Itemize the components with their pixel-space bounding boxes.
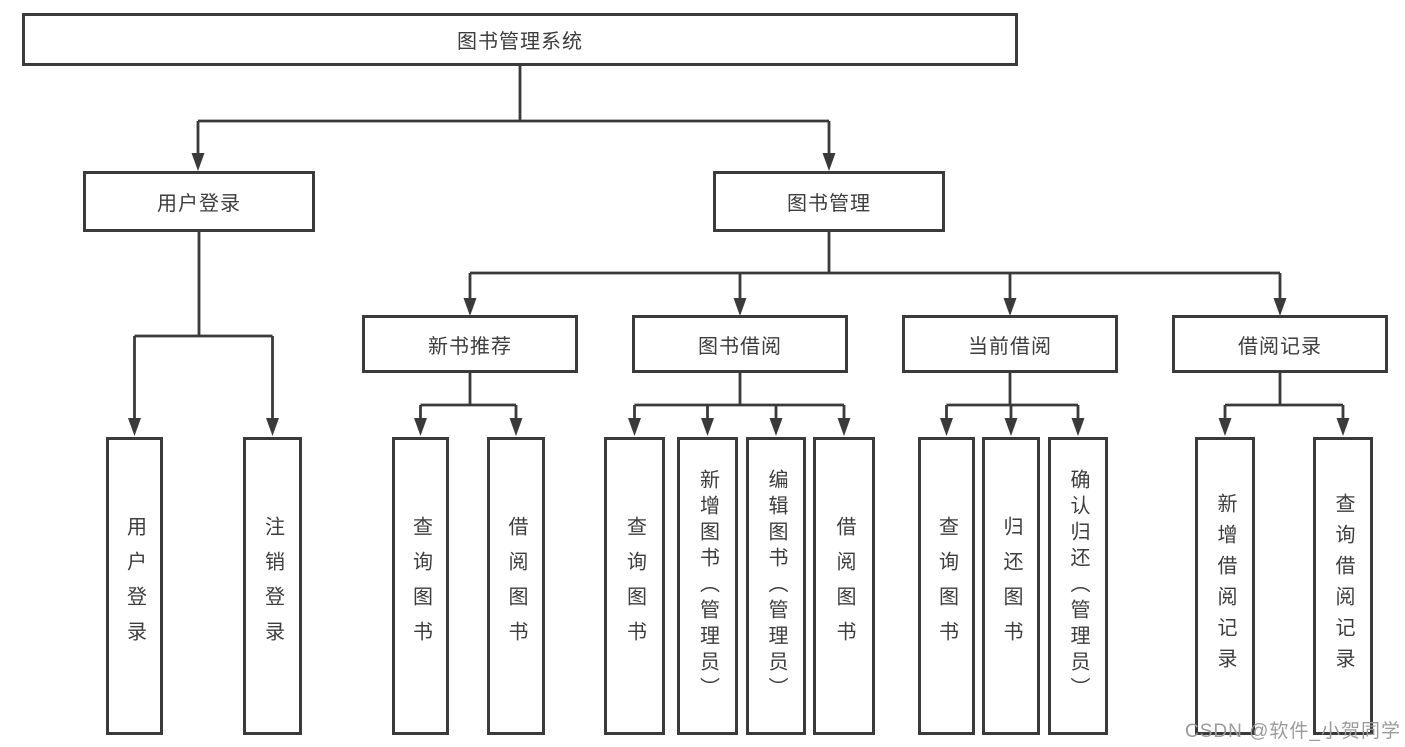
leaf-user-login-label: 用户登录	[123, 516, 146, 656]
leaf-borrow-books-2: 借阅图书	[813, 437, 875, 735]
leaf-edit-books-admin: 编辑图书（管理员）	[746, 437, 806, 735]
leaf-user-login: 用户登录	[106, 437, 163, 735]
leaf-confirm-return-admin: 确认归还（管理员）	[1048, 437, 1108, 735]
node-current-borrow: 当前借阅	[902, 315, 1118, 373]
node-book-borrow: 图书借阅	[632, 315, 848, 373]
node-current-borrow-label: 当前借阅	[968, 335, 1052, 358]
node-new-book-recommend: 新书推荐	[362, 315, 578, 373]
leaf-query-borrow-record-label: 查询借阅记录	[1332, 493, 1354, 679]
leaf-borrow-books-2-label: 借阅图书	[833, 516, 855, 656]
leaf-query-books-1-label: 查询图书	[409, 516, 432, 656]
leaf-query-books-3-label: 查询图书	[935, 516, 958, 656]
node-root: 图书管理系统	[22, 13, 1018, 66]
leaf-return-books: 归还图书	[982, 437, 1040, 735]
leaf-query-books-3: 查询图书	[918, 437, 975, 735]
leaf-edit-books-admin-label: 编辑图书（管理员）	[765, 469, 787, 703]
leaf-borrow-books-1: 借阅图书	[487, 437, 545, 735]
leaf-add-borrow-record: 新增借阅记录	[1195, 437, 1255, 735]
leaf-logout: 注销登录	[243, 437, 302, 735]
node-book-borrow-label: 图书借阅	[698, 335, 782, 358]
leaf-borrow-books-1-label: 借阅图书	[505, 516, 527, 656]
leaf-confirm-return-admin-label: 确认归还（管理员）	[1067, 469, 1089, 703]
arrowhead-icons	[128, 153, 1350, 436]
node-user-login: 用户登录	[83, 171, 315, 232]
node-root-label: 图书管理系统	[457, 31, 583, 53]
node-new-book-recommend-label: 新书推荐	[428, 335, 512, 358]
node-user-login-label: 用户登录	[157, 193, 241, 215]
leaf-return-books-label: 归还图书	[1000, 516, 1022, 656]
node-borrow-record: 借阅记录	[1172, 315, 1388, 373]
leaf-logout-label: 注销登录	[261, 516, 284, 656]
leaf-add-books-admin-label: 新增图书（管理员）	[696, 469, 719, 703]
leaf-query-books-1: 查询图书	[392, 437, 449, 735]
leaf-query-books-2-label: 查询图书	[623, 516, 646, 656]
node-book-management: 图书管理	[713, 171, 945, 232]
leaf-query-borrow-record: 查询借阅记录	[1313, 437, 1373, 735]
csdn-watermark: CSDN @软件_小贺同学	[1185, 721, 1401, 742]
node-book-management-label: 图书管理	[787, 193, 871, 215]
leaf-add-books-admin: 新增图书（管理员）	[677, 437, 738, 735]
leaf-add-borrow-record-label: 新增借阅记录	[1214, 493, 1236, 679]
node-borrow-record-label: 借阅记录	[1238, 335, 1322, 358]
leaf-query-books-2: 查询图书	[604, 437, 665, 735]
